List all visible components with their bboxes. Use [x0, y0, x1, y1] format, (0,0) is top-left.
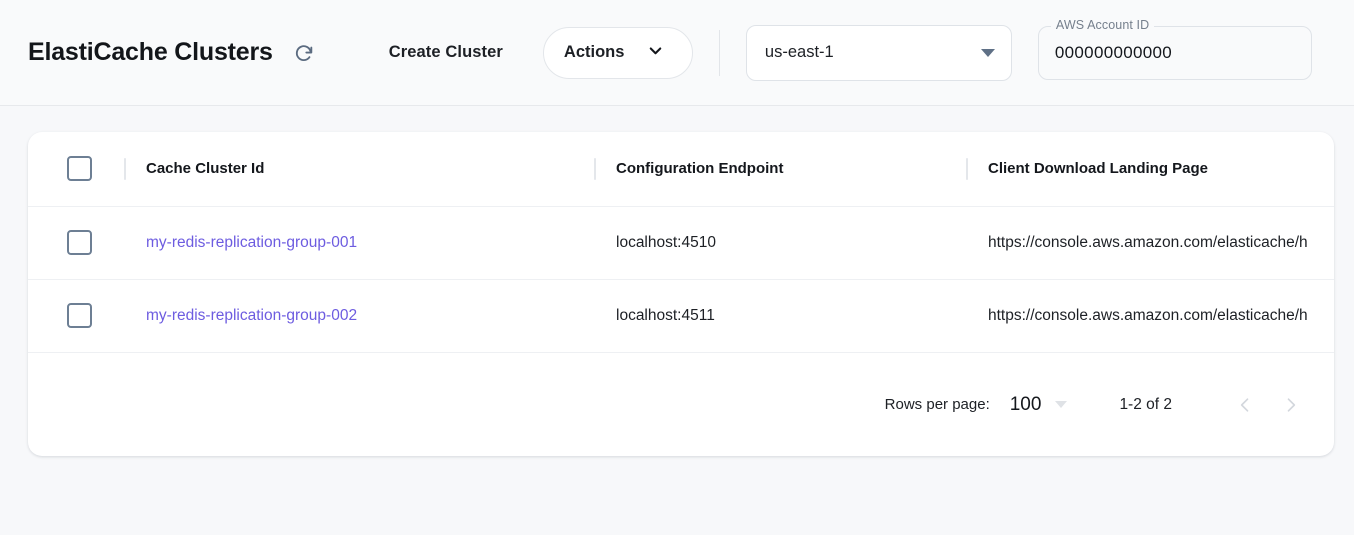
- row-checkbox[interactable]: [67, 230, 92, 255]
- refresh-icon-button[interactable]: [287, 36, 321, 70]
- row-checkbox[interactable]: [67, 303, 92, 329]
- column-header-label: Client Download Landing Page: [966, 160, 1334, 177]
- next-page-button[interactable]: [1268, 382, 1314, 428]
- select-all-checkbox[interactable]: [67, 156, 92, 182]
- aws-account-id-field[interactable]: AWS Account ID 000000000000: [1037, 17, 1312, 80]
- clusters-table: Cache Cluster Id Configuration Endpoint …: [28, 132, 1334, 352]
- column-header-label: Configuration Endpoint: [594, 160, 966, 177]
- triangle-down-icon: [1055, 401, 1068, 408]
- chevron-down-icon: [646, 41, 665, 65]
- table-header-row: Cache Cluster Id Configuration Endpoint …: [28, 132, 1334, 206]
- previous-page-button[interactable]: [1222, 382, 1268, 428]
- column-header-configuration-endpoint[interactable]: Configuration Endpoint: [594, 132, 966, 206]
- header-divider: [718, 29, 720, 76]
- rows-per-page-select[interactable]: 100: [1010, 394, 1068, 416]
- cell-cache-cluster-id: my-redis-replication-group-001: [124, 205, 594, 279]
- aws-account-id-label: AWS Account ID: [1050, 17, 1155, 32]
- create-cluster-button[interactable]: Create Cluster: [383, 35, 509, 70]
- cluster-id-link[interactable]: my-redis-replication-group-002: [146, 306, 358, 324]
- cluster-id-link[interactable]: my-redis-replication-group-001: [146, 233, 358, 251]
- pagination-range-label: 1-2 of 2: [1119, 395, 1172, 413]
- clusters-table-card: Cache Cluster Id Configuration Endpoint …: [28, 132, 1334, 456]
- rows-per-page-label: Rows per page:: [884, 396, 990, 413]
- table-row[interactable]: my-redis-replication-group-001 localhost…: [28, 205, 1334, 279]
- content-area: Cache Cluster Id Configuration Endpoint …: [0, 106, 1354, 456]
- column-header-label: Cache Cluster Id: [124, 160, 594, 177]
- cell-landing-page: https://console.aws.amazon.com/elasticac…: [966, 205, 1334, 279]
- triangle-down-icon: [980, 48, 995, 57]
- cell-configuration-endpoint: localhost:4510: [594, 205, 966, 279]
- actions-button-label: Actions: [563, 43, 625, 61]
- table-pagination: Rows per page: 100 1-2 of 2: [28, 352, 1334, 456]
- column-header-cache-cluster-id[interactable]: Cache Cluster Id: [124, 132, 594, 206]
- row-select-cell: [28, 278, 124, 352]
- column-header-client-download-landing-page[interactable]: Client Download Landing Page: [966, 132, 1334, 206]
- chevron-left-icon: [1235, 395, 1255, 415]
- page-title: ElastiCache Clusters: [28, 38, 273, 66]
- rows-per-page-value: 100: [1009, 393, 1042, 415]
- refresh-icon: [293, 42, 315, 64]
- chevron-right-icon: [1281, 395, 1301, 415]
- region-select[interactable]: us-east-1: [745, 24, 1012, 81]
- table-body: my-redis-replication-group-001 localhost…: [28, 205, 1334, 352]
- row-select-cell: [28, 205, 124, 279]
- select-all-cell: [28, 132, 124, 206]
- cell-landing-page: https://console.aws.amazon.com/elasticac…: [966, 278, 1334, 352]
- table-row[interactable]: my-redis-replication-group-002 localhost…: [28, 278, 1334, 352]
- region-select-value: us-east-1: [764, 43, 834, 61]
- aws-account-id-value: 000000000000: [1054, 42, 1172, 62]
- table-head: Cache Cluster Id Configuration Endpoint …: [28, 132, 1334, 206]
- cell-cache-cluster-id: my-redis-replication-group-002: [124, 278, 594, 352]
- app-header: ElastiCache Clusters Create Cluster Acti…: [0, 0, 1354, 106]
- actions-button[interactable]: Actions: [542, 26, 693, 79]
- cell-configuration-endpoint: localhost:4511: [594, 278, 966, 352]
